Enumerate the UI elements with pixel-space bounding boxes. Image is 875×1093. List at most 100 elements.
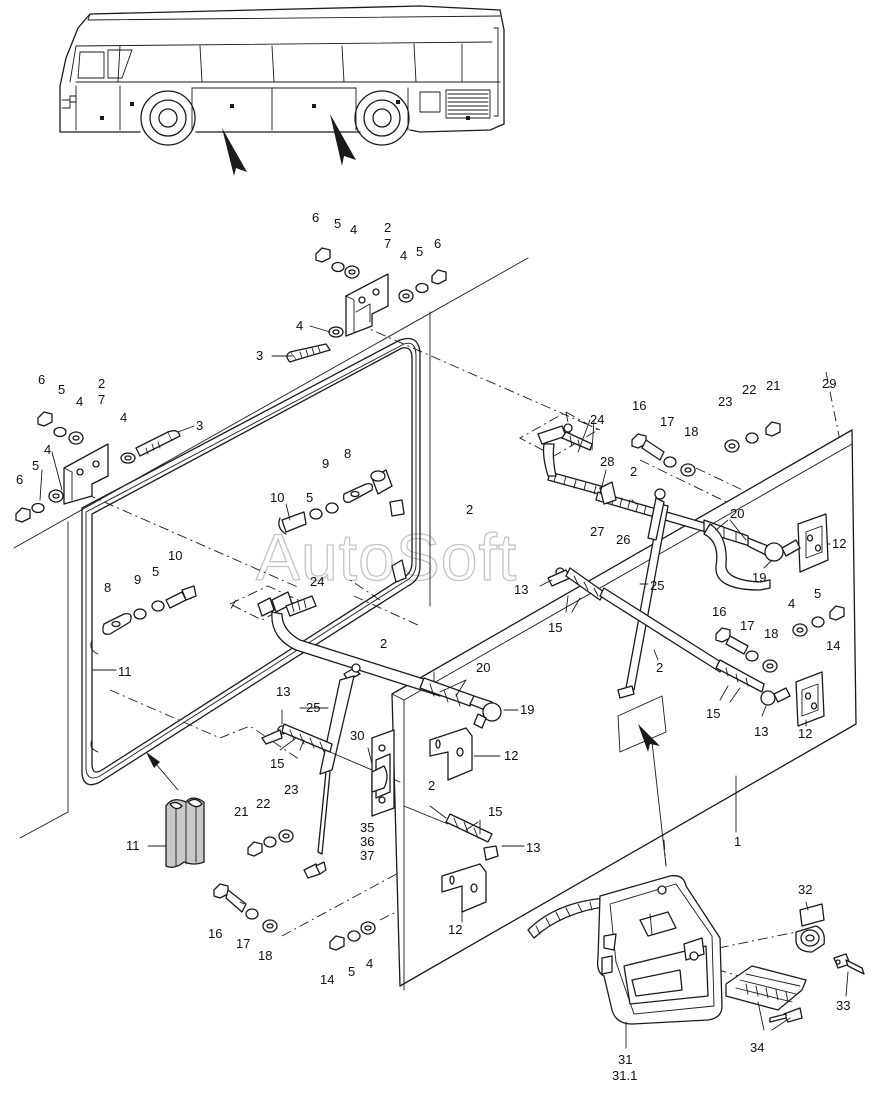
part-label: 30 [350,728,364,743]
part-label: 5 [32,458,39,473]
part-label: 4 [44,442,51,457]
part-label: 19 [520,702,534,717]
right-middle-rod [547,497,791,706]
part-label: 20 [730,506,744,521]
handle-recess-plate [617,695,667,753]
right-upper-rod [537,423,801,591]
right-upper-fasteners [631,421,781,477]
part-label: 3 [196,418,203,433]
part-label: 20 [476,660,490,675]
part-label: 21 [234,804,248,819]
part-label: 18 [764,626,778,641]
part-label: 25 [306,700,320,715]
part-label: 22 [742,382,756,397]
part-label: 15 [706,706,720,721]
part-label: 11 [118,664,132,679]
part-label: 1 [734,834,741,849]
part-label: 29 [822,376,836,391]
part-label: 6 [434,236,441,251]
door-seal-frame [81,337,421,786]
part-label: 10 [270,490,284,505]
part-label: 16 [712,604,726,619]
part-label: 5 [416,244,423,259]
leader-lines [39,325,849,1049]
door-panel [391,429,857,991]
part-label: 25 [650,578,664,593]
part-label: 16 [208,926,222,941]
part-label: 7 [384,236,391,251]
nut [247,841,263,857]
part-label: 5 [152,564,159,579]
part-label: 33 [836,998,850,1013]
part-label: 9 [322,456,329,471]
part-labels: 6 5 4 2 7 4 5 6 4 3 6 5 4 2 7 4 3 4 5 6 … [16,210,850,1083]
part-label: 5 [58,382,65,397]
nut [329,935,345,951]
part-label: 2 [98,376,105,391]
part-label: 13 [754,724,768,739]
part-label: 17 [740,618,754,633]
part-label: 35 [360,820,374,835]
part-label: 2 [428,778,435,793]
part-label: 32 [798,882,812,897]
nut [15,507,31,523]
part-label: 5 [334,216,341,231]
part-label: 4 [366,956,373,971]
part-label: 21 [766,378,780,393]
part-label: 3 [256,348,263,363]
part-label: 15 [548,620,562,635]
part-label: 16 [632,398,646,413]
part-label: 17 [660,414,674,429]
part-label: 15 [488,804,502,819]
part-label: 2 [384,220,391,235]
top-hinge [286,247,447,363]
watermark: AutoSoft [256,520,517,594]
part-label: 4 [76,394,83,409]
part-label: 4 [296,318,303,333]
part-label: 18 [258,948,272,963]
part-label: 15 [270,756,284,771]
part-label: 19 [752,570,766,585]
part-label: 14 [320,972,334,987]
left-lock-rod [257,591,502,879]
part-label: 34 [750,1040,764,1055]
left-hinge [15,411,181,523]
handle-assembly [527,724,865,1025]
part-label: 31.1 [612,1068,637,1083]
part-label: 6 [16,472,23,487]
right-middle-fasteners [715,605,845,673]
striker-left [90,585,197,753]
part-label: 4 [120,410,127,425]
part-label: 23 [284,782,298,797]
part-label: 13 [514,582,528,597]
nut [431,269,447,285]
brackets [429,513,829,913]
part-label: 18 [684,424,698,439]
part-label: 27 [590,524,604,539]
part-label: 6 [312,210,319,225]
part-label: 13 [276,684,290,699]
part-label: 22 [256,796,270,811]
part-label: 8 [344,446,351,461]
part-label: 13 [526,840,540,855]
part-label: 24 [310,574,324,589]
part-label: 2 [466,502,473,517]
part-label: 8 [104,580,111,595]
nut [829,605,845,621]
part-label: 5 [348,964,355,979]
part-label: 17 [236,936,250,951]
bolt-head [286,351,297,363]
part-label: 26 [616,532,630,547]
part-label: 12 [504,748,518,763]
part-label: 5 [814,586,821,601]
part-label: 4 [400,248,407,263]
part-label: 9 [134,572,141,587]
part-label: 6 [38,372,45,387]
part-label: 36 [360,834,374,849]
arrow-icon [330,114,356,166]
part-label: 23 [718,394,732,409]
part-label: 12 [798,726,812,741]
part-label: 5 [306,490,313,505]
lower-left-fasteners [213,829,376,951]
